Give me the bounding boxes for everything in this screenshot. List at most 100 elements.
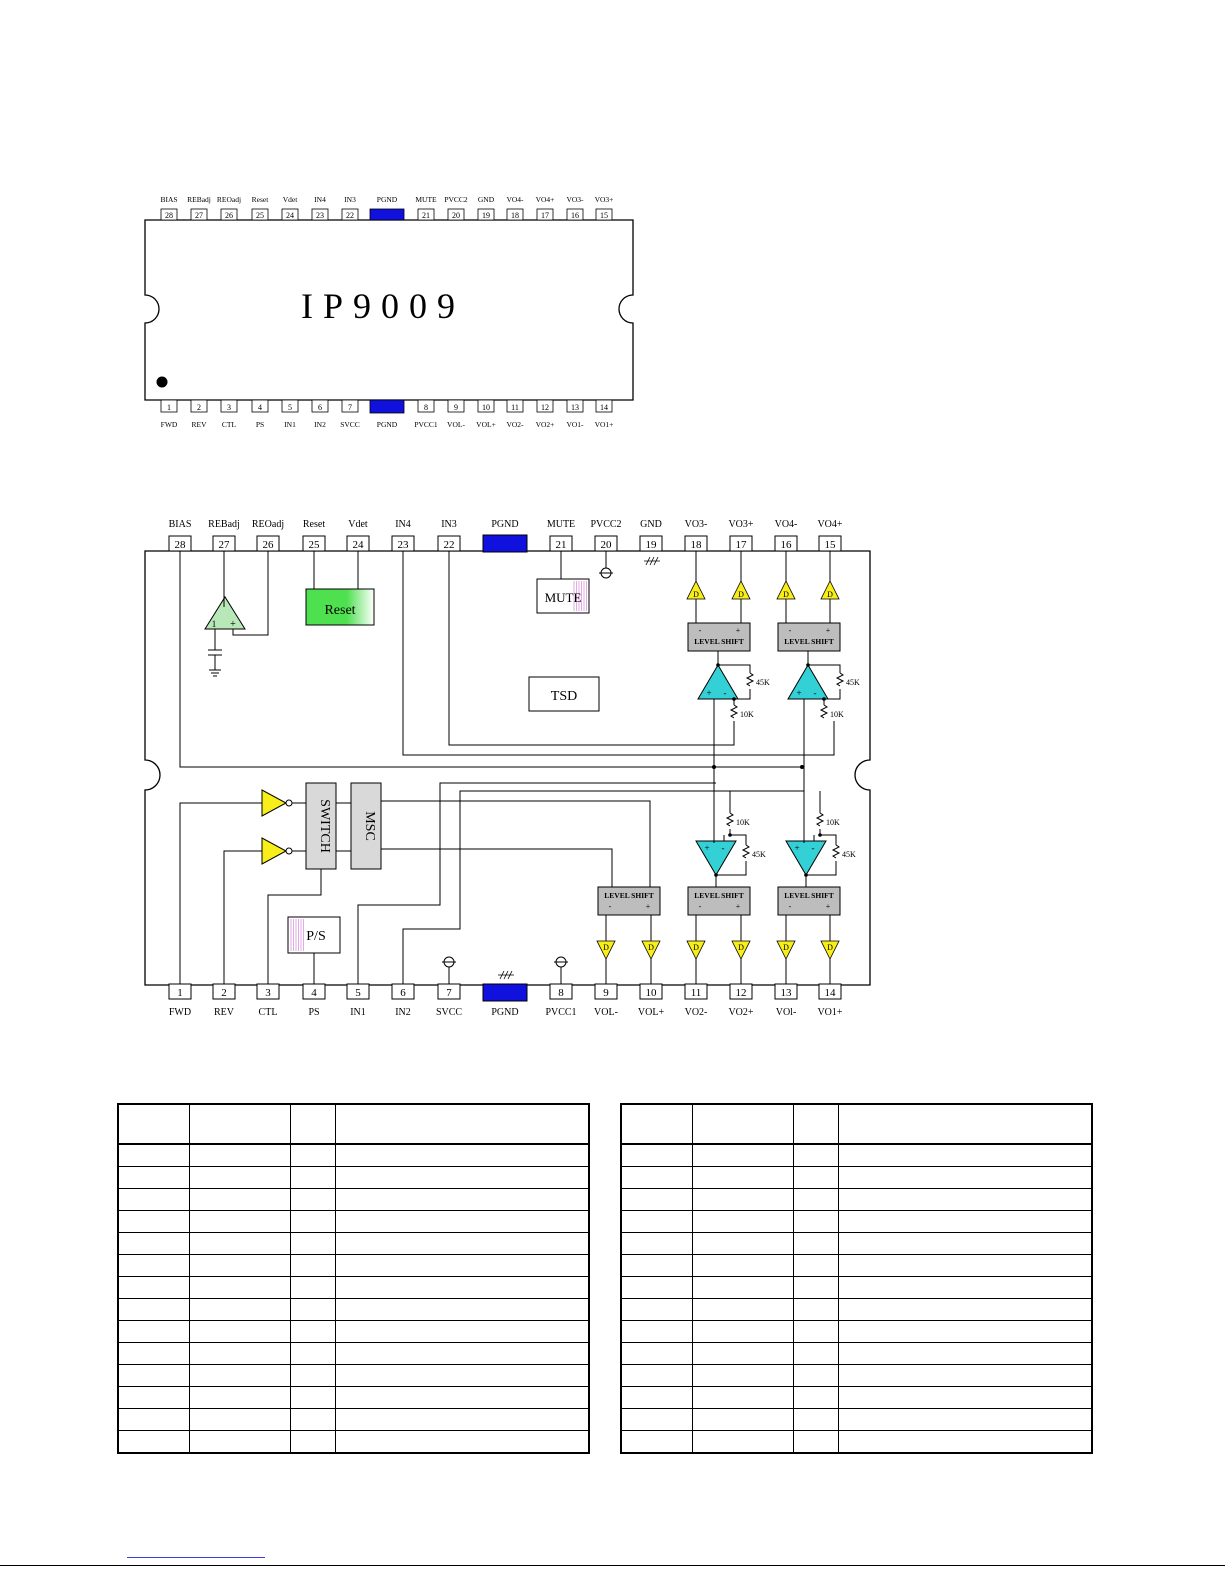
pin-12-number: 12 [541,403,549,412]
pin-label-top: GND [478,195,495,204]
pin-25-number: 25 [309,539,321,551]
table-cell [189,1342,291,1365]
table-row [117,1188,590,1211]
pin-5-number: 5 [288,403,292,412]
pin-label-bottom: REV [192,420,208,429]
driver-bottom-vol-plus-label: D [648,943,654,952]
pin-6-number: 6 [318,403,322,412]
switch-label: SWITCH [317,799,332,853]
table-cell [838,1232,1093,1255]
table-cell [793,1386,839,1409]
pin-19-box [477,208,495,221]
table-cell [117,1188,190,1211]
pin-16-number: 16 [781,539,793,551]
level-shift-top-ch4-minus: - [789,626,792,635]
table-cell [692,1342,794,1365]
wire [808,664,841,673]
pin-label-bottom: FWD [169,1007,191,1018]
table-row [117,1298,590,1321]
table-cell [793,1166,839,1189]
msc-label: MSC [362,811,377,841]
switch-block [305,782,337,870]
pin-3-number: 3 [227,403,231,412]
table-cell [290,1254,336,1277]
pin-19-number: 19 [482,211,490,220]
table-row [117,1143,590,1167]
pin-label-top: PVCC2 [590,519,621,530]
table-cell [620,1364,693,1387]
mute-block [536,578,590,614]
res-45k-top-ch3 [745,672,755,687]
chip-body [144,219,634,401]
wire-msc-vol+ [381,800,651,887]
table-cell [620,1254,693,1277]
pin-label-bottom: SVCC [340,420,360,429]
table-cell [793,1298,839,1321]
pin-20-number: 20 [601,539,613,551]
pin-24-number: 24 [353,539,365,551]
wire-in4 [402,551,835,756]
pin-17-box [536,208,554,221]
pin-label-top: BIAS [160,195,177,204]
level-shift-top-ch3-plus: + [736,626,741,635]
table-cell [335,1143,590,1167]
wire-rev [223,850,262,984]
pin-10-box [477,399,495,413]
pin-21-box [417,208,435,221]
pin-table-right [620,1103,1093,1454]
pin-label-top: BIAS [169,519,192,530]
pin-label-top: REOadj [252,519,284,530]
table-cell [692,1188,794,1211]
table-cell [620,1166,693,1189]
pin-7-box [341,399,359,413]
res-45k-top-ch4-label: 45K [846,678,860,687]
opamp-bottom-ch1-plus: + [794,843,799,853]
tsd-label: TSD [551,689,577,704]
table-row [620,1232,1093,1255]
pin-8-number: 8 [558,987,564,999]
pin-18-number: 18 [691,539,703,551]
table-header-row [117,1103,590,1145]
pin-14-box [595,399,613,413]
table-cell [189,1320,291,1343]
driver-bottom-ch1-minus-label: D [783,943,789,952]
table-cell [793,1210,839,1233]
pin-11-box [506,399,524,413]
ps-label: P/S [306,929,325,944]
pin-label-bottom: VO1- [566,420,584,429]
pin-1-box [160,399,178,413]
table-row [117,1430,590,1454]
opamp-bottom-ch2-minus: - [722,843,725,853]
table-cell [189,1298,291,1321]
level-shift-bottom-vol-label: LEVEL SHIFT [604,891,653,900]
table-cell [290,1276,336,1299]
footer-link-underline[interactable] [127,1557,265,1558]
table-cell [189,1430,291,1454]
table-cell [290,1210,336,1233]
pin-label-top: Reset [303,519,325,530]
pin-18-number: 18 [511,211,519,220]
inverter-rev-bubble [285,847,293,855]
pin-label-bottom: VO2- [685,1007,708,1018]
opamp-top-ch3-minus: - [724,688,727,698]
table-cell [620,1232,693,1255]
table-cell [793,1364,839,1387]
junction [728,833,732,837]
table-row [620,1166,1093,1189]
pin-1-number: 1 [177,987,183,999]
wire-ctl [267,869,322,984]
opamp-bottom-ch1 [785,840,827,876]
table-row [117,1210,590,1233]
pin-11-number: 11 [511,403,519,412]
table-row [117,1342,590,1365]
table-cell [189,1232,291,1255]
table-header-row [620,1103,1093,1145]
table-cell [189,1386,291,1409]
table-cell [793,1276,839,1299]
level-shift-bottom-ch1-plus: + [826,902,831,911]
junction [800,765,804,769]
table-cell [335,1276,590,1299]
res-10k-bottom-ch2-label: 10K [736,818,750,827]
wire-reoadj [232,551,269,636]
